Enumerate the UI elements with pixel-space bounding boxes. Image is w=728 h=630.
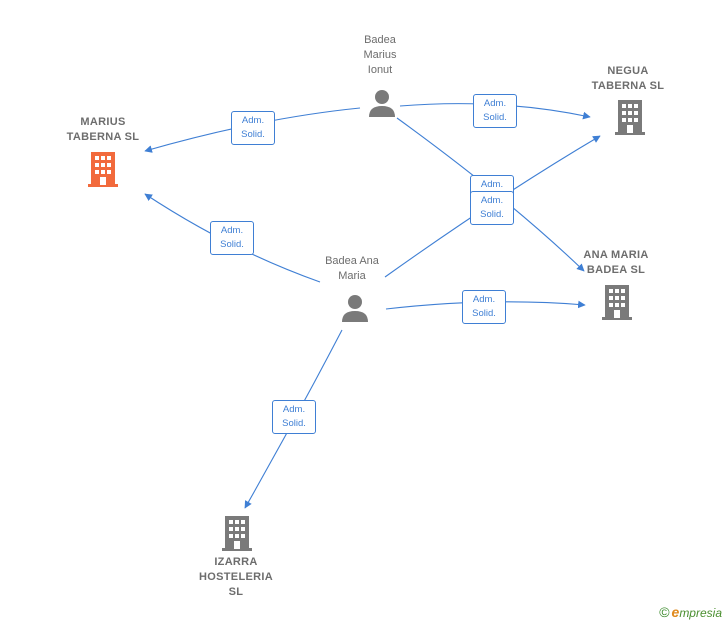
copyright-symbol: © <box>659 604 670 620</box>
building-icon[interactable] <box>222 515 252 551</box>
company-label-negua-taberna: NEGUA TABERNA SL <box>591 65 665 92</box>
edge-badge[interactable]: Adm. Solid. <box>272 400 316 434</box>
building-icon[interactable] <box>615 99 645 135</box>
person-icon[interactable] <box>340 293 370 323</box>
person-icon[interactable] <box>367 88 397 118</box>
brand-name: mpresia <box>679 606 722 620</box>
company-label-marius-taberna: MARIUS TABERNA SL <box>66 116 140 143</box>
building-icon[interactable] <box>602 284 632 320</box>
edge-badge[interactable]: Adm. Solid. <box>473 94 517 128</box>
empresia-logo: ©empresia <box>659 604 722 620</box>
brand-initial: e <box>671 604 680 620</box>
edge-badge[interactable]: Adm. Solid. <box>231 111 275 145</box>
person-label-badea-marius: Badea Marius Ionut <box>363 34 397 76</box>
edge-badge[interactable]: Adm. Solid. <box>210 221 254 255</box>
edge-badge[interactable]: Adm. Solid. <box>470 191 514 225</box>
company-label-izarra: IZARRA HOSTELERIA SL <box>199 556 273 598</box>
person-label-badea-ana: Badea Ana Maria <box>325 255 379 282</box>
company-label-ana-maria-badea: ANA MARIA BADEA SL <box>583 249 649 276</box>
building-icon[interactable] <box>88 151 118 187</box>
edge-badge[interactable]: Adm. Solid. <box>462 290 506 324</box>
